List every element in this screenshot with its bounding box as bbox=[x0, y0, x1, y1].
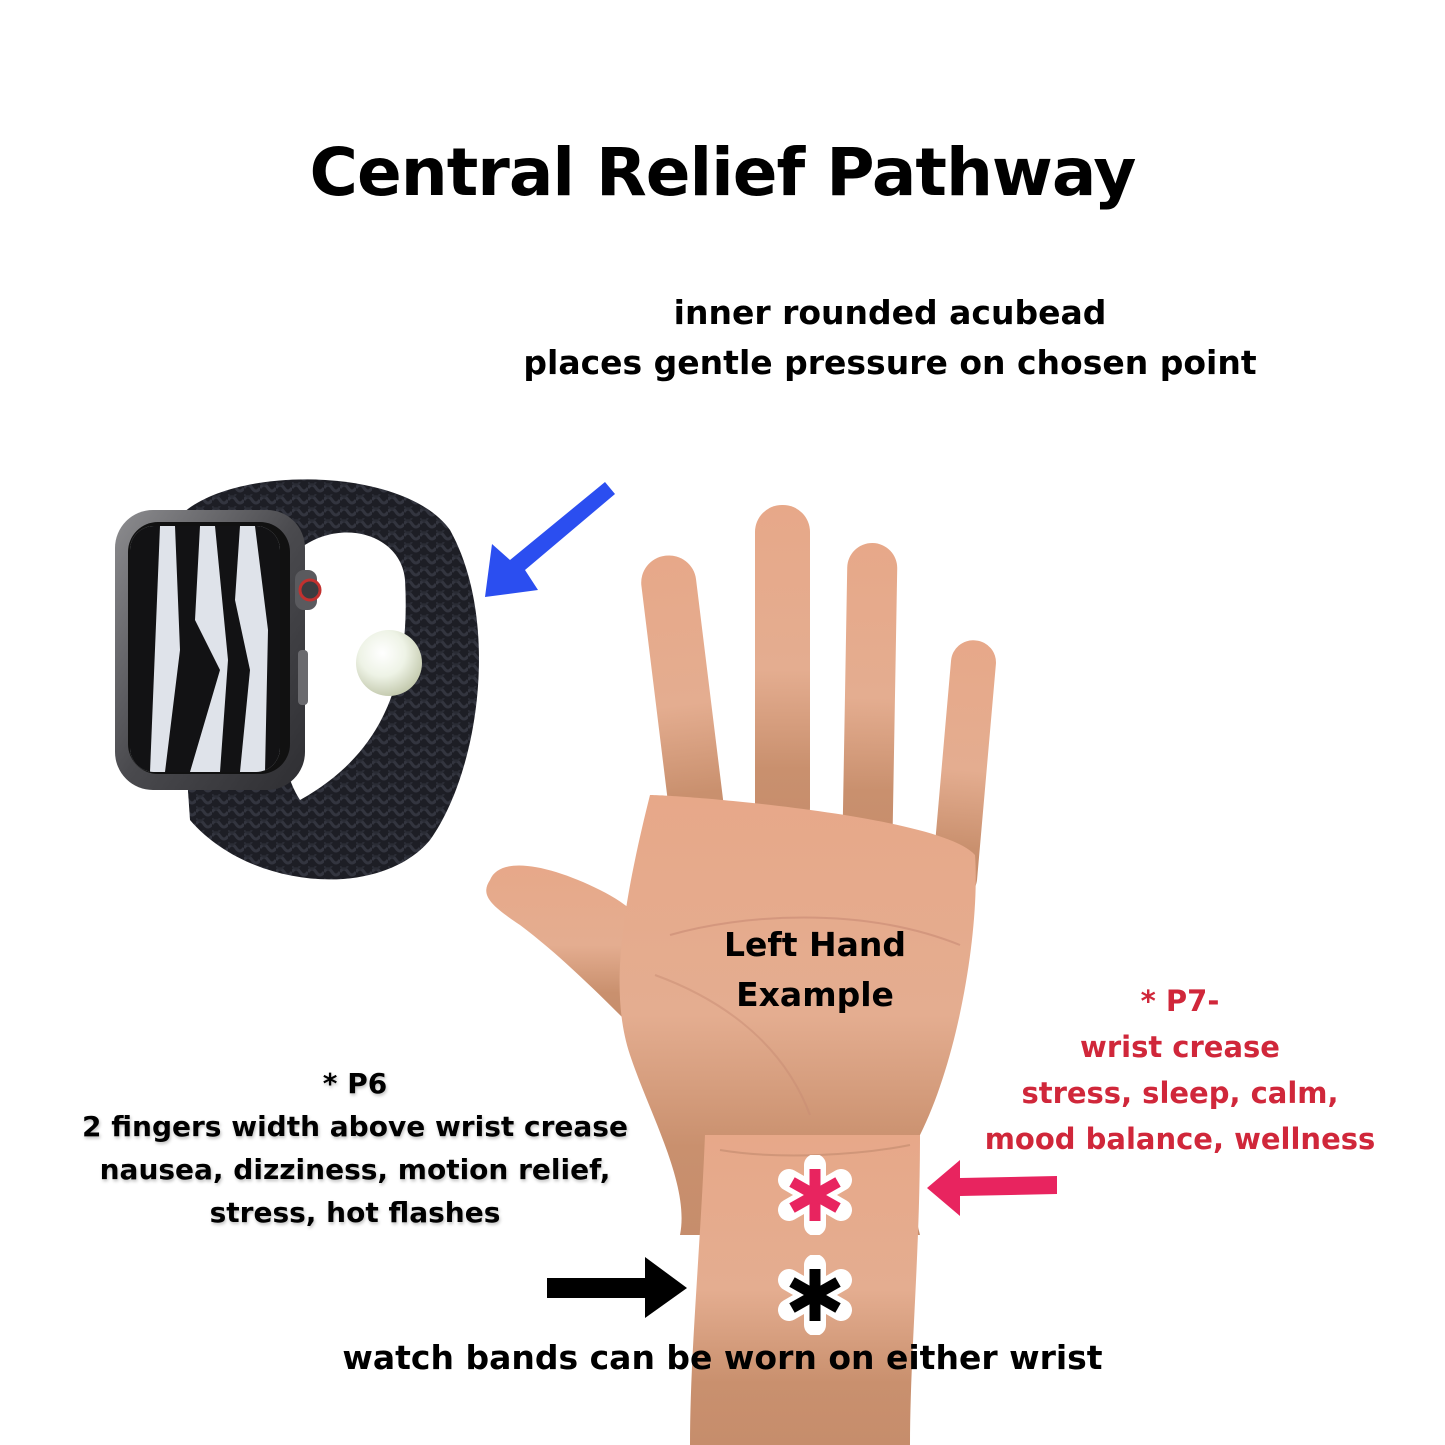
page-title: Central Relief Pathway bbox=[309, 134, 1137, 211]
p7-description: * P7- wrist crease stress, sleep, calm, … bbox=[955, 978, 1405, 1162]
watch-band-image bbox=[100, 470, 500, 890]
p6-pointer-arrow-icon bbox=[545, 1255, 690, 1320]
p7-heading: * P7- bbox=[1140, 984, 1220, 1018]
p7-point-marker-icon bbox=[775, 1155, 855, 1235]
p6-line1: 2 fingers width above wrist crease bbox=[82, 1110, 628, 1143]
p7-line1: wrist crease bbox=[1080, 1030, 1280, 1064]
acubead-caption-line1: inner rounded acubead bbox=[673, 293, 1107, 332]
acubead-caption-line2: places gentle pressure on chosen point bbox=[523, 343, 1257, 382]
p7-line2: stress, sleep, calm, bbox=[1021, 1076, 1339, 1110]
p6-line2: nausea, dizziness, motion relief, bbox=[99, 1153, 611, 1186]
palm-label-line1: Left Hand bbox=[723, 925, 907, 964]
p6-point-marker-icon bbox=[775, 1255, 855, 1335]
palm-label-line2: Example bbox=[736, 975, 894, 1014]
p6-description: * P6 2 fingers width above wrist crease … bbox=[20, 1062, 690, 1234]
footer-note: watch bands can be worn on either wrist bbox=[342, 1338, 1103, 1377]
p7-line3: mood balance, wellness bbox=[984, 1122, 1376, 1156]
p7-pointer-arrow-icon bbox=[925, 1158, 1060, 1218]
p6-heading: * P6 bbox=[322, 1067, 388, 1100]
bead-pointer-arrow-icon bbox=[480, 472, 620, 602]
palm-label: Left Hand Example bbox=[690, 920, 940, 1020]
acubead-icon bbox=[356, 630, 422, 696]
p6-line3: stress, hot flashes bbox=[209, 1196, 501, 1229]
acubead-caption: inner rounded acubead places gentle pres… bbox=[440, 288, 1340, 388]
